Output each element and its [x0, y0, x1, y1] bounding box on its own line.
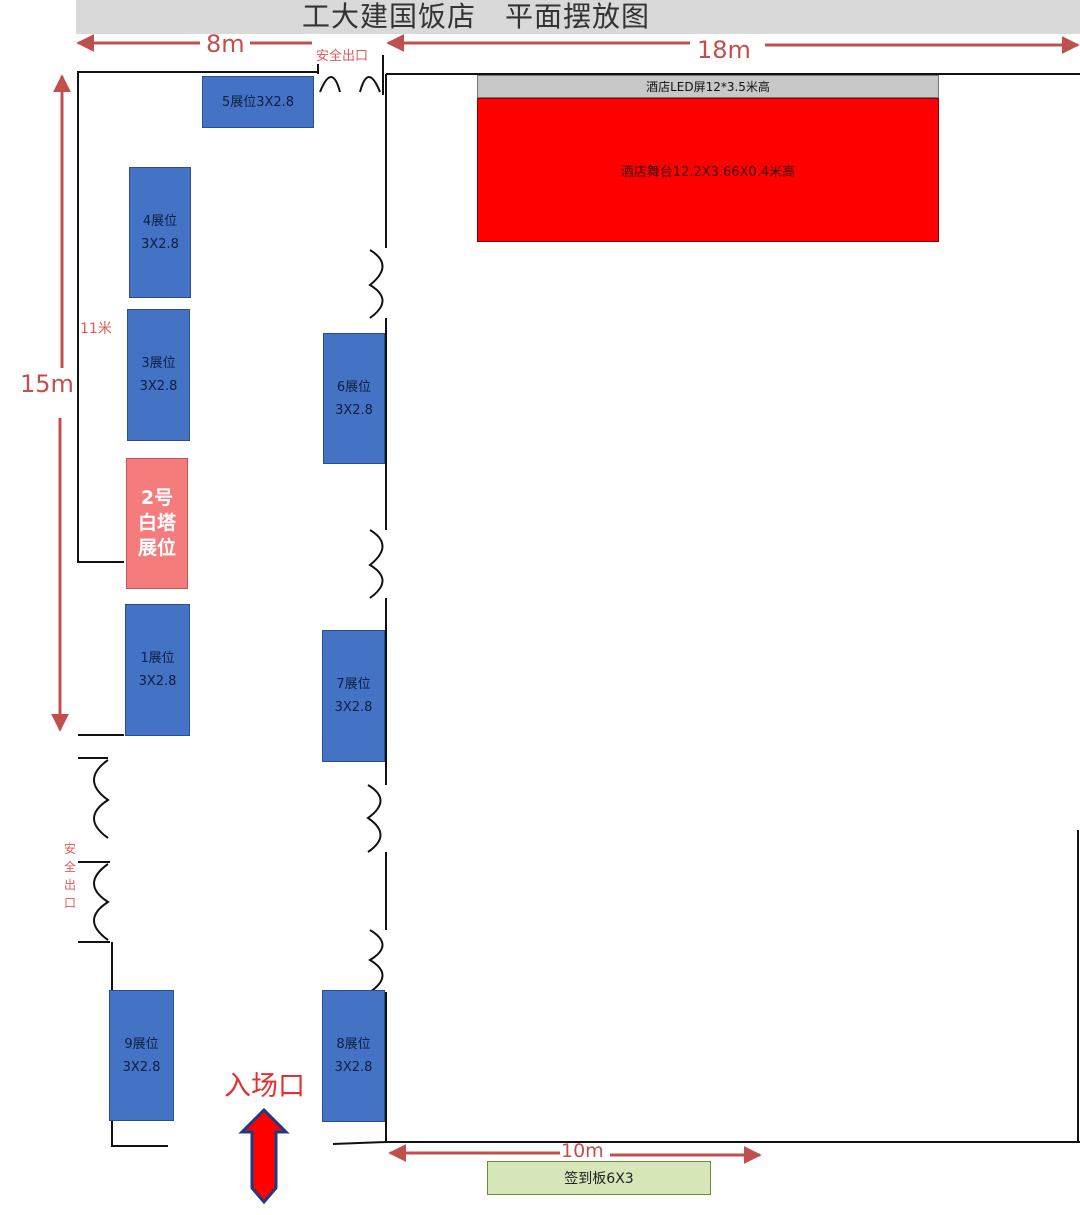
booth-6: 6展位 3X2.8	[323, 333, 385, 464]
title-bar	[76, 0, 1080, 34]
booth-8: 8展位 3X2.8	[322, 990, 385, 1122]
led-screen: 酒店LED屏12*3.5米高	[477, 75, 939, 98]
top-exit-label: 安全出口	[316, 49, 369, 64]
booth-5: 5展位3X2.8	[202, 76, 314, 128]
booth-4: 4展位 3X2.8	[129, 167, 191, 298]
dimension-top-left: 8m	[206, 30, 245, 58]
sign-in-board: 签到板6X3	[487, 1161, 711, 1195]
booth-2-featured: 2号 白塔 展位	[126, 458, 188, 589]
booth-9: 9展位 3X2.8	[109, 990, 174, 1121]
entrance-label: 入场口	[224, 1071, 305, 1102]
door-icons	[93, 76, 384, 993]
dimension-bottom: 10m	[561, 1140, 604, 1162]
dimension-inner-height: 11米	[80, 321, 112, 337]
stage: 酒店舞台12.2X3.66X0.4米高	[477, 98, 939, 242]
dimension-top-right: 18m	[697, 36, 751, 64]
booth-7: 7展位 3X2.8	[322, 630, 385, 762]
page-title: 工大建国饭店 平面摆放图	[301, 0, 650, 33]
dimension-arrows	[51, 34, 1080, 1164]
entrance-arrow-icon	[238, 1107, 290, 1205]
booth-3: 3展位 3X2.8	[127, 309, 190, 441]
dimension-left-height: 15m	[20, 370, 74, 398]
walls	[77, 55, 1080, 1147]
booth-1: 1展位 3X2.8	[125, 604, 190, 736]
side-exit-label: 安 全 出 口	[63, 842, 76, 910]
